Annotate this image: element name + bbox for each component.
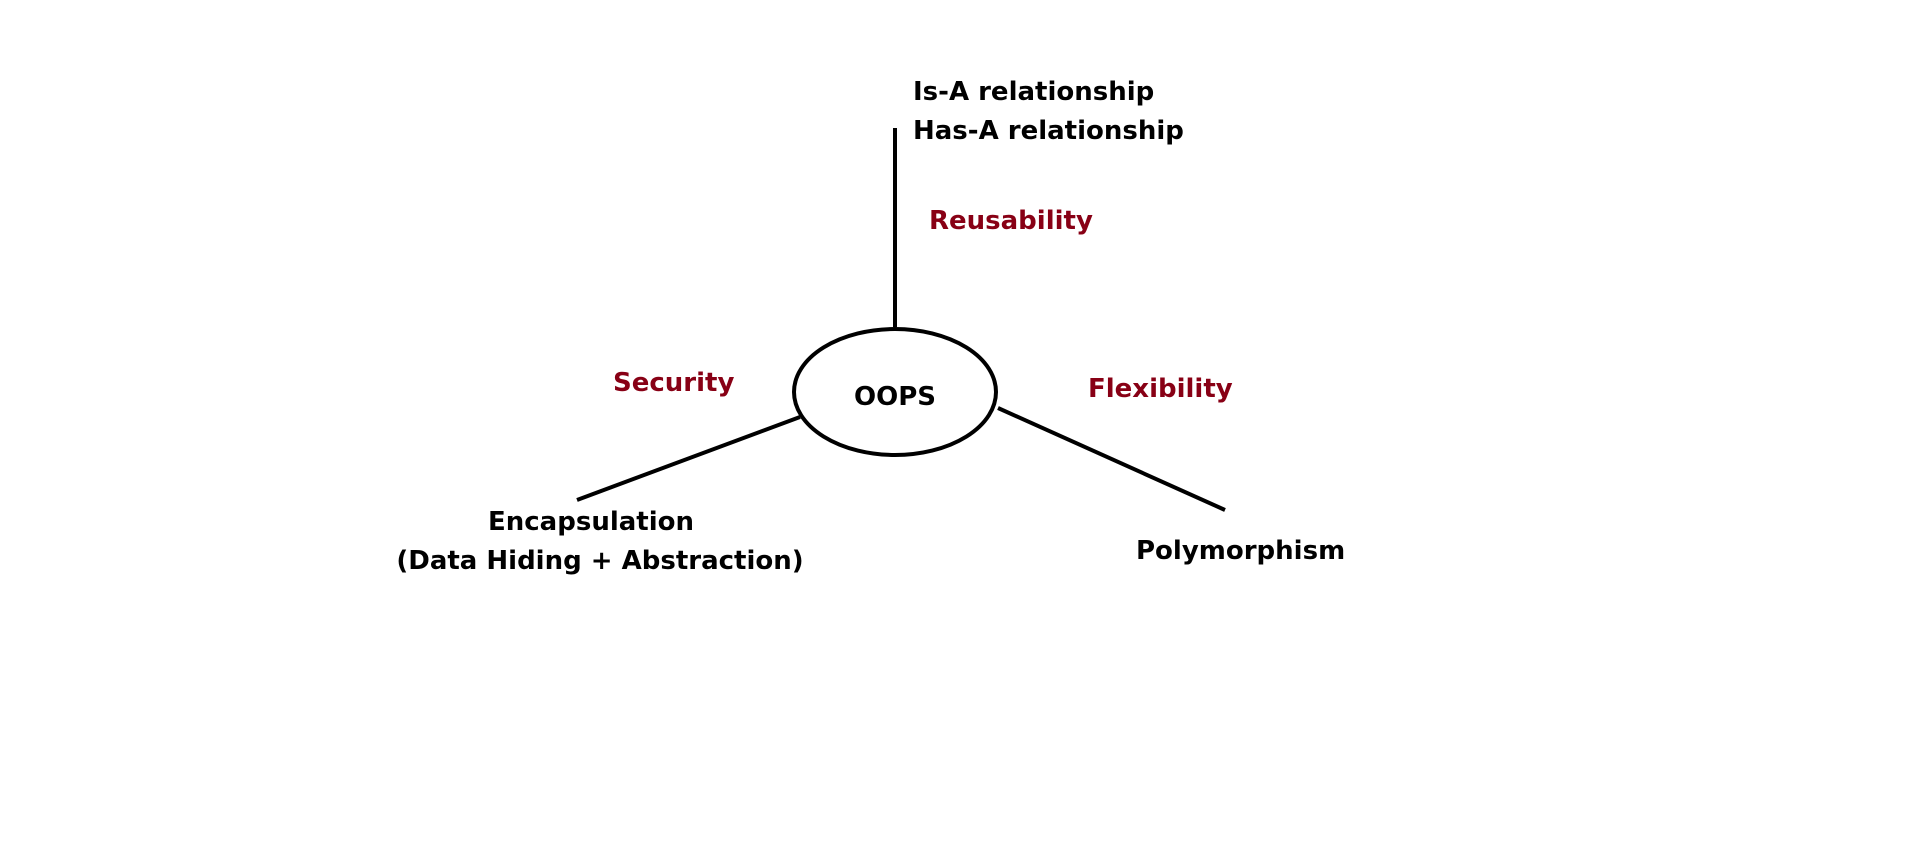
oops-ellipse (792, 327, 998, 457)
has-a-relationship-label: Has-A relationship (913, 116, 1184, 146)
polymorphism-label: Polymorphism (1136, 536, 1346, 566)
reusability-label: Reusability (929, 206, 1093, 236)
is-a-relationship-label: Is-A relationship (913, 77, 1155, 107)
encapsulation-label: Encapsulation (488, 507, 694, 537)
oops-center-label: OOPS (854, 382, 936, 412)
encapsulation-detail-label: (Data Hiding + Abstraction) (396, 546, 804, 576)
security-label: Security (613, 368, 735, 398)
flexibility-label: Flexibility (1088, 374, 1233, 404)
right-connector-line (997, 406, 1226, 512)
left-connector-line (576, 415, 801, 502)
